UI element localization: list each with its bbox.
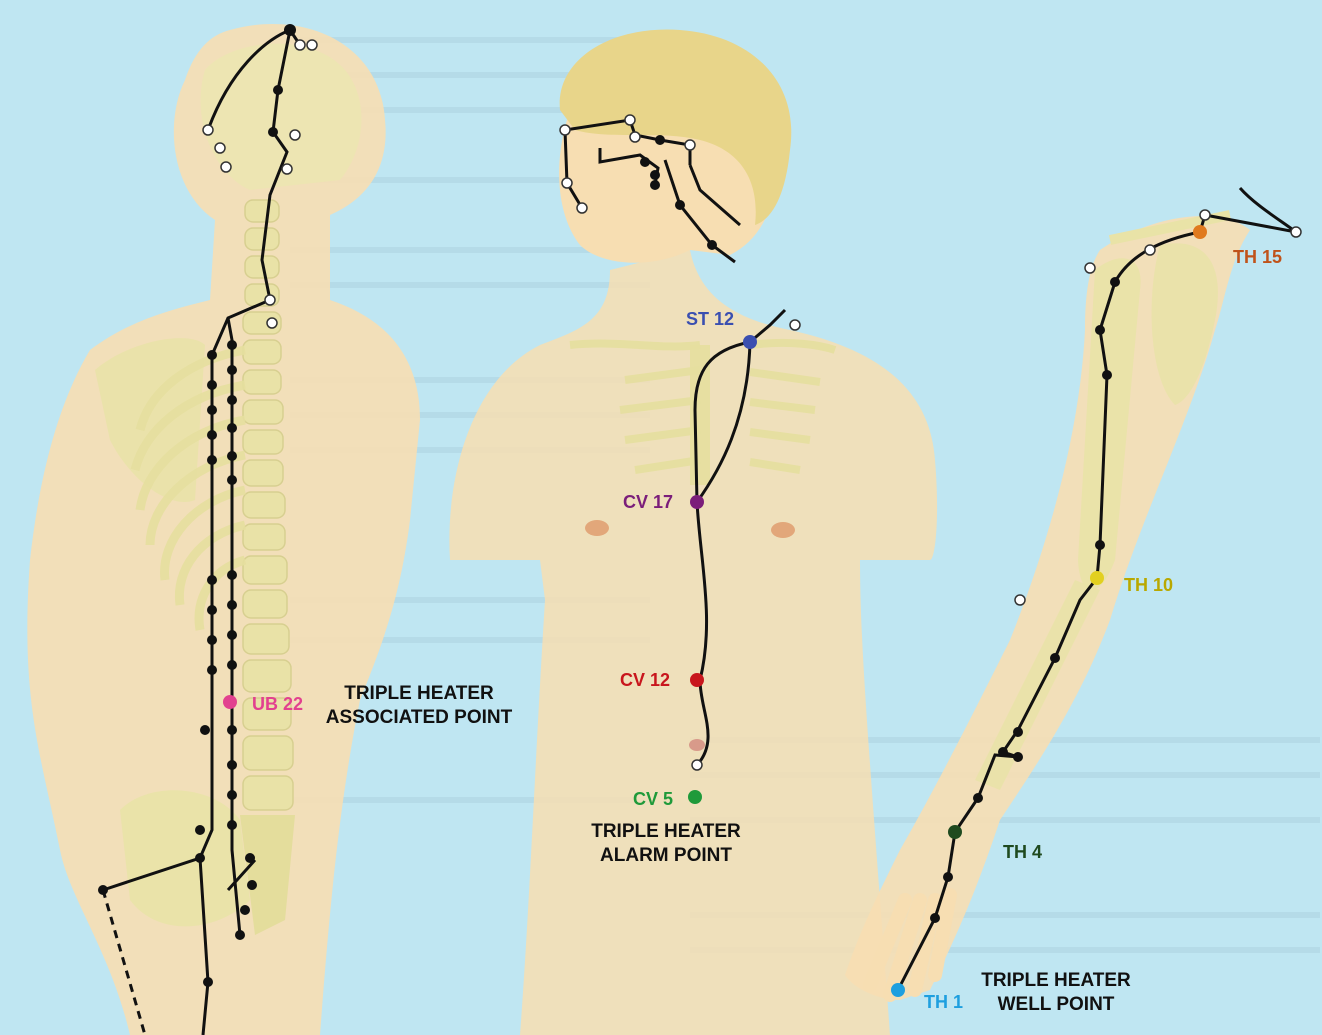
right-nipple <box>771 522 795 538</box>
cv12-label: CV 12 <box>620 670 670 690</box>
well-caption-line2: WELL POINT <box>998 994 1115 1015</box>
th4-label: TH 4 <box>1003 842 1042 862</box>
left-nipple <box>585 520 609 536</box>
th10-point <box>1090 571 1104 585</box>
front-open-point <box>790 320 800 330</box>
alarm-caption-line2: ALARM POINT <box>600 845 732 866</box>
st12-point <box>743 335 757 349</box>
alarm-caption-line1: TRIPLE HEATER <box>591 821 741 842</box>
ub22-label: UB 22 <box>252 694 303 714</box>
associated-caption-line1: TRIPLE HEATER <box>344 683 494 704</box>
cv5-point <box>688 790 702 804</box>
th4-point <box>948 825 962 839</box>
well-caption-line1: TRIPLE HEATER <box>981 970 1131 991</box>
cv5-label: CV 5 <box>633 789 673 809</box>
cv12-point <box>690 673 704 687</box>
th1-point <box>891 983 905 997</box>
th1-label: TH 1 <box>924 992 963 1012</box>
cv17-label: CV 17 <box>623 492 673 512</box>
th10-label: TH 10 <box>1124 575 1173 595</box>
th15-label: TH 15 <box>1233 247 1282 267</box>
st12-label: ST 12 <box>686 309 734 329</box>
associated-caption-line2: ASSOCIATED POINT <box>326 707 513 728</box>
navel <box>689 739 705 751</box>
cv17-point <box>690 495 704 509</box>
ub22-point <box>223 695 237 709</box>
cv-open-point <box>692 760 702 770</box>
th15-point <box>1193 225 1207 239</box>
